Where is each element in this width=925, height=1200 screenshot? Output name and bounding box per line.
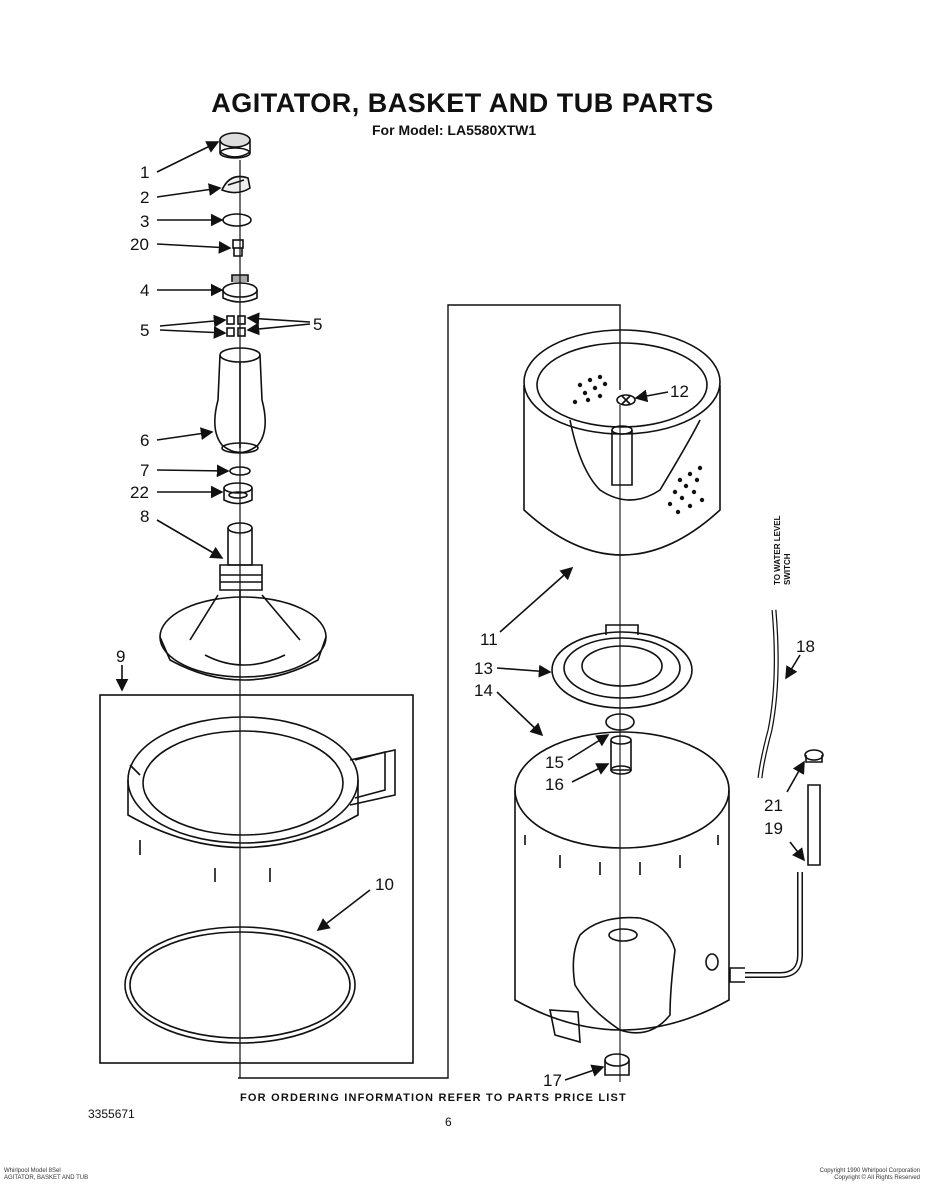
page-number: 6: [445, 1115, 452, 1129]
fine-print-right: Copyright 1990 Whirlpool Corporation Cop…: [734, 1168, 920, 1182]
callout-7: 7: [140, 461, 149, 480]
part-cap-insert: [220, 175, 251, 194]
group-box-9: [99, 694, 414, 1064]
part-drive-hub: [159, 522, 327, 681]
callout-16: 16: [545, 775, 564, 794]
callout-13: 13: [474, 659, 493, 678]
callout-17: 17: [543, 1071, 562, 1090]
document-number: 3355671: [88, 1107, 135, 1121]
page-title: AGITATOR, BASKET AND TUB PARTS: [211, 88, 714, 118]
callout-20: 20: [130, 235, 149, 254]
callout-3: 3: [140, 212, 149, 231]
callout-21: 21: [764, 796, 783, 815]
callout-5-left: 5: [140, 321, 149, 340]
fine-print-right-line: Copyright 1990 Whirlpool Corporation: [819, 1168, 920, 1174]
part-bottom-fitting: [604, 1053, 630, 1076]
basket-holes: [572, 374, 705, 515]
part-spanner-nut: [616, 394, 636, 406]
callout-18: 18: [796, 637, 815, 656]
part-hub-plate: [551, 624, 693, 709]
callout-11: 11: [480, 630, 498, 649]
water-level-label-line1: TO WATER LEVEL: [773, 515, 782, 585]
part-bolt: [232, 239, 244, 257]
callout-9: 9: [116, 647, 125, 666]
callout-8: 8: [140, 507, 149, 526]
callout-12: 12: [670, 382, 689, 401]
callout-2: 2: [140, 188, 149, 207]
callout-6: 6: [140, 431, 149, 450]
fine-print-left: Whirlpool Model 8Sel AGITATOR, BASKET AN…: [4, 1168, 88, 1182]
part-dogs: [226, 315, 246, 337]
part-tub-seal: [610, 735, 632, 775]
part-agitator-cap: [219, 132, 251, 159]
part-bearing: [223, 482, 253, 505]
fine-print-left-line: AGITATOR, BASKET AND TUB: [4, 1175, 89, 1181]
fine-print-left-line: Whirlpool Model 8Sel: [4, 1168, 61, 1174]
callout-4: 4: [140, 281, 149, 300]
model-subtitle: For Model: LA5580XTW1: [372, 122, 537, 138]
part-hose-cap: [804, 749, 824, 763]
ordering-note: FOR ORDERING INFORMATION REFER TO PARTS …: [240, 1092, 627, 1104]
water-level-label-line2: SWITCH: [783, 553, 792, 585]
callout-15: 15: [545, 753, 564, 772]
callout-19: 19: [764, 819, 783, 838]
callout-22: 22: [130, 483, 149, 502]
callout-1: 1: [140, 163, 149, 182]
part-basket: [523, 329, 721, 556]
callout-14: 14: [474, 681, 493, 700]
callout-5-right: 5: [313, 315, 322, 334]
part-ring: [222, 213, 252, 227]
fine-print-right-line: Copyright © All Rights Reserved: [834, 1175, 920, 1181]
part-air-dome-hose: [729, 784, 821, 983]
part-outer-tub: [514, 731, 730, 1044]
part-tub-ring: [127, 716, 396, 882]
callout-10: 10: [375, 875, 394, 894]
